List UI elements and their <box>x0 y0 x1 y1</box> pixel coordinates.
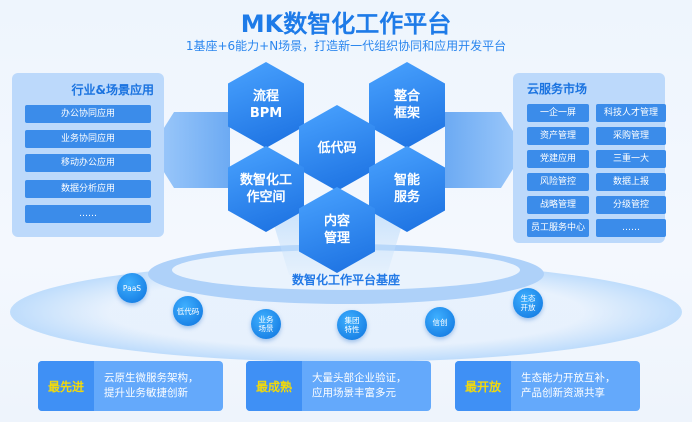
market-item[interactable]: 采购管理 <box>596 127 666 145</box>
panel-title: 行业&场景应用 <box>71 83 154 97</box>
market-item[interactable]: 员工服务中心 <box>527 219 589 237</box>
hex-line: 服务 <box>393 190 420 205</box>
page-title: MK数智化工作平台 <box>240 10 452 38</box>
market-item[interactable]: 战略管理 <box>527 196 589 214</box>
hex-line: 内容 <box>323 214 350 229</box>
market-item[interactable]: 分级管控 <box>596 196 666 214</box>
market-item-more[interactable]: …… <box>596 219 666 237</box>
card-text: 应用场景丰富多元 <box>312 387 396 399</box>
page-subtitle: 1基座+6能力+N场景，打造新一代组织协同和应用开发平台 <box>185 39 507 53</box>
market-item[interactable]: 风险管控 <box>527 173 589 191</box>
card-text: 产品创新资源共享 <box>521 387 605 399</box>
card-label: 最开放 <box>455 361 511 411</box>
card-text: 生态能力开放互补， <box>521 372 616 384</box>
hex-line: 数智化工 <box>239 173 292 188</box>
hex-line: BPM <box>249 106 283 121</box>
market-item[interactable]: 科技人才管理 <box>596 104 666 122</box>
hex-line: 智能 <box>393 173 420 188</box>
scenario-item[interactable]: 办公协同应用 <box>25 105 151 123</box>
market-item[interactable]: 三重一大 <box>596 150 666 168</box>
card-text: 云原生微服务架构， <box>104 372 199 384</box>
scenario-item-more[interactable]: …… <box>25 205 151 223</box>
hex-integration-framework[interactable]: 整合框架 <box>369 62 445 148</box>
base-label: 数智化工作平台基座 <box>291 273 400 287</box>
feature-ball-business: 业务场景 <box>251 309 281 339</box>
hex-bpm[interactable]: 流程 BPM <box>228 62 304 148</box>
hex-line: 管理 <box>323 231 350 246</box>
scenario-item[interactable]: 数据分析应用 <box>25 180 151 198</box>
card-label: 最先进 <box>38 361 94 411</box>
card-label: 最成熟 <box>246 361 302 411</box>
hex-line: 整合 <box>393 89 420 104</box>
scenario-item[interactable]: 业务协同应用 <box>25 130 151 148</box>
hex-low-code[interactable]: 低代码 <box>299 105 375 191</box>
feature-ball-ecosystem: 生态开放 <box>513 288 543 318</box>
advantage-card-open: 最开放 生态能力开放互补， 产品创新资源共享 <box>455 361 640 411</box>
industry-scenario-panel: 行业&场景应用 办公协同应用 业务协同应用 移动办公应用 数据分析应用 …… <box>12 73 164 237</box>
hex-line: 低代码 <box>317 140 357 156</box>
advantage-card-mature: 最成熟 大量头部企业验证， 应用场景丰富多元 <box>246 361 431 411</box>
hex-line: 框架 <box>393 106 420 121</box>
feature-ball-low-code: 低代码 <box>173 296 203 326</box>
feature-ball-group: 集团特性 <box>337 310 367 340</box>
advantage-card-advanced: 最先进 云原生微服务架构， 提升业务敏捷创新 <box>38 361 223 411</box>
cloud-service-market-panel: 云服务市场 一企一屏 科技人才管理 资产管理 采购管理 党建应用 三重一大 风险… <box>513 73 666 243</box>
scenario-item[interactable]: 移动办公应用 <box>25 154 151 172</box>
feature-ball-paas: PaaS <box>117 273 147 303</box>
feature-ball-xinchuang: 信创 <box>425 307 455 337</box>
hex-line: 作空间 <box>246 190 286 205</box>
panel-title: 云服务市场 <box>527 82 588 96</box>
market-item[interactable]: 党建应用 <box>527 150 589 168</box>
market-item[interactable]: 一企一屏 <box>527 104 589 122</box>
market-item[interactable]: 资产管理 <box>527 127 589 145</box>
market-item[interactable]: 数据上报 <box>596 173 666 191</box>
card-text: 提升业务敏捷创新 <box>104 387 188 399</box>
hex-line: 流程 <box>252 89 279 104</box>
card-text: 大量头部企业验证， <box>312 372 407 384</box>
